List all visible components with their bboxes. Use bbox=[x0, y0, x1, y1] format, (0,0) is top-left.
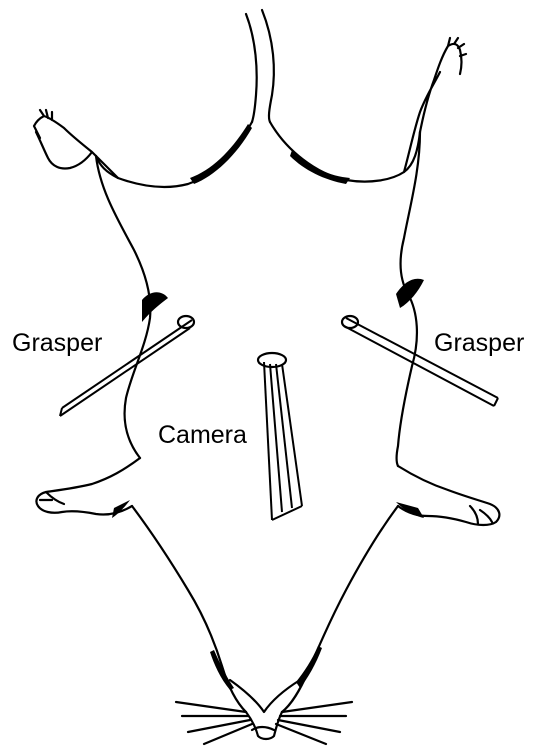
grasper-right-label: Grasper bbox=[434, 331, 524, 356]
left-port bbox=[178, 316, 194, 328]
right-fore-limb bbox=[398, 466, 499, 525]
right-hind-limb bbox=[404, 38, 466, 172]
tail bbox=[262, 10, 274, 122]
camera-label: Camera bbox=[158, 423, 247, 448]
left-hind-limb bbox=[34, 110, 118, 178]
camera-instrument bbox=[264, 362, 302, 520]
whiskers bbox=[176, 702, 352, 744]
grasper-left-label: Grasper bbox=[12, 331, 102, 356]
snout bbox=[246, 712, 282, 739]
